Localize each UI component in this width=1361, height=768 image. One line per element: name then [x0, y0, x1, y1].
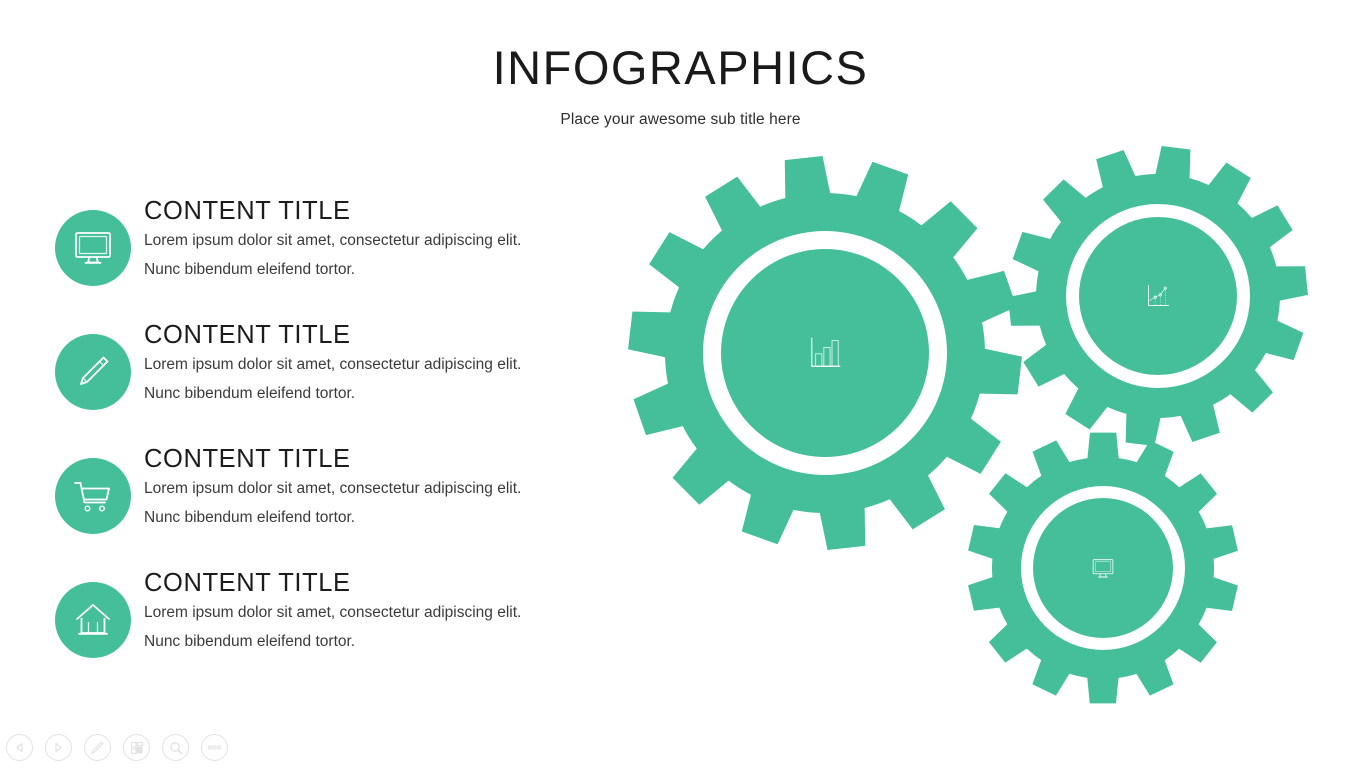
monitor-icon — [55, 210, 131, 286]
shopping-cart-icon — [55, 458, 131, 534]
more-options-button[interactable] — [201, 734, 228, 761]
line-chart-icon — [1148, 284, 1170, 306]
gear-large-hub — [721, 249, 929, 457]
content-item-4-line2: Nunc bibendum eleifend tortor. — [144, 633, 356, 651]
content-item-3-line2: Nunc bibendum eleifend tortor. — [144, 509, 356, 527]
content-item-1-line1: Lorem ipsum dolor sit amet, consectetur … — [144, 231, 522, 249]
page-subtitle: Place your awesome sub title here — [560, 111, 801, 128]
pencil-icon — [55, 334, 131, 410]
gear-small-hub — [1033, 498, 1173, 638]
triangle-right-icon — [55, 742, 62, 753]
zoom-button[interactable] — [162, 734, 189, 761]
grid-icon — [130, 741, 143, 754]
content-item-3-text: CONTENT TITLE Lorem ipsum dolor sit amet… — [144, 444, 614, 540]
pen-icon — [91, 741, 104, 754]
bar-chart-icon — [811, 337, 841, 367]
next-slide-button[interactable] — [45, 734, 72, 761]
content-item-3[interactable]: CONTENT TITLE Lorem ipsum dolor sit amet… — [55, 444, 615, 568]
content-item-4-title: CONTENT TITLE — [144, 569, 351, 597]
gear-cluster-svg — [628, 146, 1308, 704]
monitor-icon — [1092, 559, 1114, 578]
triangle-left-icon — [16, 742, 23, 753]
home-icon — [55, 582, 131, 658]
content-item-1-title: CONTENT TITLE — [144, 197, 351, 225]
content-item-2-line2: Nunc bibendum eleifend tortor. — [144, 385, 356, 403]
gear-large[interactable] — [628, 156, 1022, 550]
content-item-2-text: CONTENT TITLE Lorem ipsum dolor sit amet… — [144, 320, 614, 416]
magnifier-icon — [169, 741, 182, 754]
page-title: INFOGRAPHICS — [492, 41, 869, 94]
gear-medium[interactable] — [1008, 146, 1308, 446]
content-item-1[interactable]: CONTENT TITLE Lorem ipsum dolor sit amet… — [55, 196, 615, 320]
content-list: CONTENT TITLE Lorem ipsum dolor sit amet… — [55, 196, 615, 692]
content-item-3-line1: Lorem ipsum dolor sit amet, consectetur … — [144, 479, 522, 497]
content-item-2-title: CONTENT TITLE — [144, 321, 351, 349]
content-item-1-line2: Nunc bibendum eleifend tortor. — [144, 261, 356, 279]
gear-cluster — [600, 138, 1345, 723]
gear-small[interactable] — [968, 432, 1238, 704]
content-item-2[interactable]: CONTENT TITLE Lorem ipsum dolor sit amet… — [55, 320, 615, 444]
content-item-4-text: CONTENT TITLE Lorem ipsum dolor sit amet… — [144, 568, 614, 664]
header: INFOGRAPHICS Place your awesome sub titl… — [0, 44, 1361, 129]
content-item-4[interactable]: CONTENT TITLE Lorem ipsum dolor sit amet… — [55, 568, 615, 692]
slide-grid-button[interactable] — [123, 734, 150, 761]
content-item-1-text: CONTENT TITLE Lorem ipsum dolor sit amet… — [144, 196, 614, 292]
content-item-2-line1: Lorem ipsum dolor sit amet, consectetur … — [144, 355, 522, 373]
ellipsis-icon — [207, 745, 222, 750]
content-item-3-title: CONTENT TITLE — [144, 445, 351, 473]
content-item-4-line1: Lorem ipsum dolor sit amet, consectetur … — [144, 603, 522, 621]
bottom-toolbar — [6, 734, 228, 761]
pen-tool-button[interactable] — [84, 734, 111, 761]
previous-slide-button[interactable] — [6, 734, 33, 761]
